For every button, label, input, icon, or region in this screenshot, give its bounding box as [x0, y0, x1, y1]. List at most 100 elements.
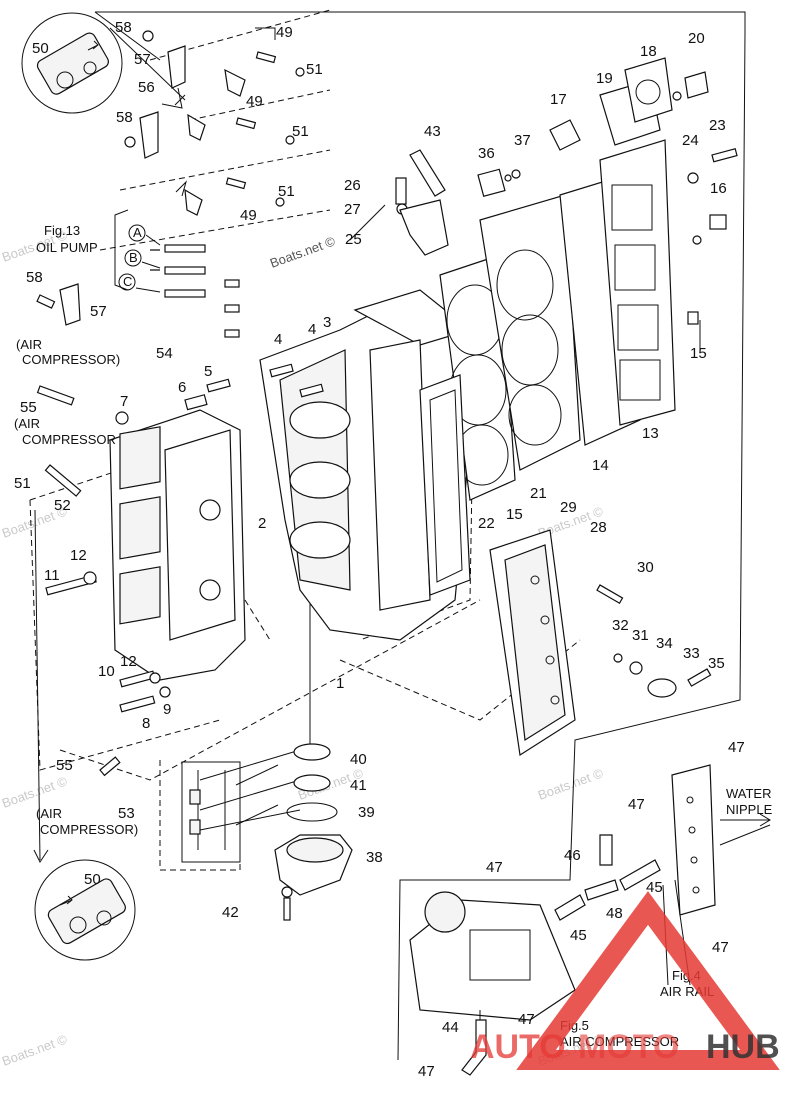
oil-pump-callout: A B C [114, 209, 161, 293]
label-21: 21 [530, 485, 547, 502]
label-49c: 49 [240, 207, 257, 224]
thermostat-cover [624, 57, 673, 123]
label-22: 22 [478, 515, 495, 532]
label-47a: 47 [728, 739, 745, 756]
brand-text-moto: MOTO [578, 1028, 679, 1066]
callout-air-comp-1b: COMPRESSOR) [22, 352, 120, 367]
cylinder-head [479, 194, 581, 471]
label-20: 20 [688, 30, 705, 47]
label-30: 30 [637, 559, 654, 576]
head-cover [599, 139, 676, 426]
label-46: 46 [564, 847, 581, 864]
label-38: 38 [366, 849, 383, 866]
label-47c: 47 [486, 859, 503, 876]
callout-air-compressor: AIR COMPRESSOR [560, 1034, 679, 1049]
label-50b: 50 [84, 871, 101, 888]
label-28: 28 [590, 519, 607, 536]
label-18: 18 [640, 43, 657, 60]
watermark-6: Boats.net © [536, 765, 606, 803]
label-19: 19 [596, 70, 613, 87]
callout-air-comp-2b: COMPRESSOR [22, 432, 116, 447]
callout-water-1: WATER [726, 786, 772, 801]
label-42: 42 [222, 904, 239, 921]
watermark-mid: Boats.net © [268, 233, 338, 271]
circle-a-marker [128, 224, 146, 242]
label-56: 56 [138, 79, 155, 96]
circle-c-label: C [123, 274, 132, 289]
brand-overlay: AUTO MOTO HUB [470, 891, 780, 1070]
exhaust-cover [489, 529, 576, 757]
label-41: 41 [350, 777, 367, 794]
label-34: 34 [656, 635, 673, 652]
label-39: 39 [358, 804, 375, 821]
label-1: 1 [336, 675, 344, 692]
detail-circle-bottom [34, 859, 136, 961]
detail-arrows [33, 27, 771, 863]
label-29: 29 [560, 499, 577, 516]
label-55a: 55 [20, 399, 37, 416]
label-45b: 45 [570, 927, 587, 944]
label-2: 2 [258, 515, 266, 532]
label-50a: 50 [32, 40, 49, 57]
label-49b: 49 [246, 93, 263, 110]
label-35: 35 [708, 655, 725, 672]
label-49a: 49 [276, 24, 293, 41]
callout-fig13: Fig.13 [44, 223, 80, 238]
label-33: 33 [683, 645, 700, 662]
label-47e: 47 [518, 1011, 535, 1028]
label-51a: 51 [306, 61, 323, 78]
label-51c: 51 [278, 183, 295, 200]
label-45a: 45 [646, 879, 663, 896]
circle-b-label: B [129, 250, 138, 265]
air-rail [671, 764, 716, 916]
label-54: 54 [156, 345, 173, 362]
exhaust-plate [419, 374, 471, 596]
hoses [461, 834, 661, 1076]
brand-text-auto: AUTO [470, 1028, 566, 1066]
callout-water-2: NIPPLE [726, 802, 773, 817]
label-57a: 57 [134, 51, 151, 68]
label-47f: 47 [418, 1063, 435, 1080]
label-53: 53 [118, 805, 135, 822]
seal-detail-inset [181, 761, 241, 863]
label-58c: 58 [26, 269, 43, 286]
label-25: 25 [345, 231, 362, 248]
label-4b: 4 [308, 321, 316, 338]
watermark-4: Boats.net © [0, 1031, 69, 1069]
label-36: 36 [478, 145, 495, 162]
label-6: 6 [178, 379, 186, 396]
callout-oil-pump: OIL PUMP [36, 240, 98, 255]
label-3: 3 [323, 314, 331, 331]
label-13: 13 [642, 425, 659, 442]
label-12a: 12 [70, 547, 87, 564]
label-44: 44 [442, 1019, 459, 1036]
label-5: 5 [204, 363, 212, 380]
label-7: 7 [120, 393, 128, 410]
detail-circle-top [21, 12, 123, 114]
label-14: 14 [592, 457, 609, 474]
label-24: 24 [682, 132, 699, 149]
label-51d: 51 [14, 475, 31, 492]
label-48: 48 [606, 905, 623, 922]
label-11: 11 [44, 567, 60, 584]
label-52: 52 [54, 497, 71, 514]
label-43: 43 [424, 123, 441, 140]
cylinder-head-assembly [439, 57, 676, 501]
label-16: 16 [710, 180, 727, 197]
label-31: 31 [632, 627, 649, 644]
label-55b: 55 [56, 757, 73, 774]
callout-air-comp-3: (AIR [36, 806, 62, 821]
label-51b: 51 [292, 123, 309, 140]
label-57b: 57 [90, 303, 107, 320]
label-17: 17 [550, 91, 567, 108]
callout-air-comp-3b: COMPRESSOR) [40, 822, 138, 837]
callout-air-comp-2: (AIR [14, 416, 40, 431]
circle-b-marker [124, 249, 142, 267]
label-47b: 47 [628, 796, 645, 813]
label-26: 26 [344, 177, 361, 194]
label-9: 9 [163, 701, 171, 718]
cylinder-block [259, 289, 472, 641]
label-15b: 15 [506, 506, 523, 523]
label-37: 37 [514, 132, 531, 149]
